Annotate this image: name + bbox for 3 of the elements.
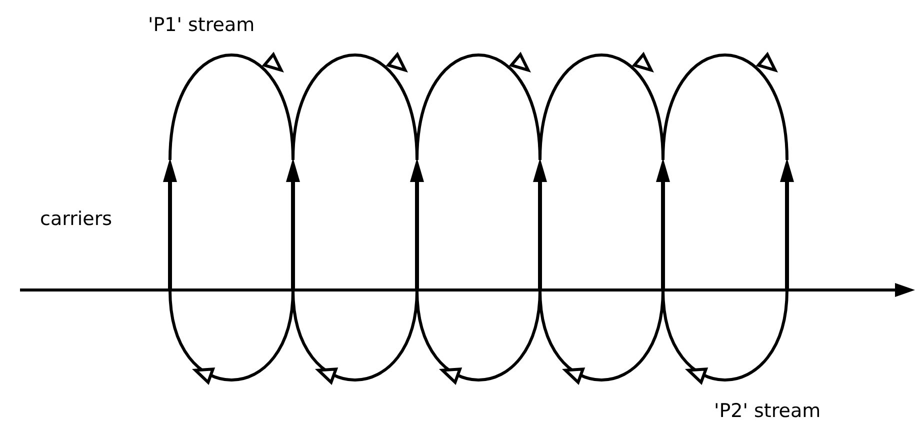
stream-label: 'P2' stream: [714, 400, 821, 422]
stream-label: 'P1' stream: [148, 14, 255, 36]
stream-label: carriers: [40, 208, 112, 230]
